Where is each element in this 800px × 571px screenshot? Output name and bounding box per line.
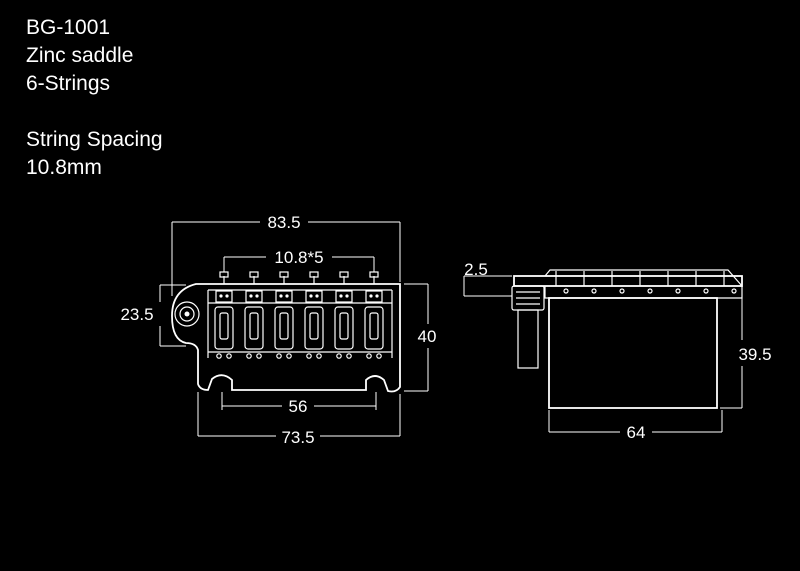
saddle-slot-1 [219,312,229,340]
side-saddle-group [555,271,737,294]
model-number: BG-1001 [26,16,111,39]
saddle-slot-5 [339,312,349,340]
saddle-slot-6 [369,312,379,340]
string-end-5 [339,271,349,278]
top-view [171,271,401,410]
saddle-slot-2 [249,312,259,340]
spec-text-block: BG-1001 Zinc saddle 6-Strings String Spa… [26,14,163,182]
saddle-screw-dot-4b [315,294,319,298]
pivot-screw-center [184,311,190,317]
side-saddle-screw-7 [731,288,737,294]
pivot-screw-outer [174,301,200,327]
string-spacing-value: 10.8mm [26,156,102,179]
saddle-base-dot-6b [376,353,382,359]
saddle-screw-dot-1a [219,294,223,298]
side-view-saddle-profile [544,269,743,287]
side-view-plate-lip [544,286,743,299]
saddle-body-1 [214,306,234,350]
saddle-base-dot-5b [346,353,352,359]
dim-block-height: 39.5 [738,345,771,364]
string-count: 6-Strings [26,72,111,95]
dim-post-spacing: 56 [289,397,308,416]
saddle-base-dot-4a [306,353,312,359]
saddle-screw-dot-4a [309,294,313,298]
saddle-screw-block-1 [215,290,233,303]
string-spacing-label: String Spacing [26,128,163,151]
saddle-base-dot-2b [256,353,262,359]
side-saddle-screw-6 [703,288,709,294]
side-view [511,269,743,409]
top-view-dimensions: 83.5 10.8*5 23.5 40 56 73.5 [120,213,436,447]
dim-string-spacing: 10.8*5 [274,248,323,267]
side-view-top-plate [513,275,743,287]
saddle-screw-block-6 [365,290,383,303]
saddle-body-5 [334,306,354,350]
dim-depth: 40 [418,327,437,346]
saddle-base-dot-3a [276,353,282,359]
dim-top-plate: 2.5 [464,260,488,279]
saddle-group [214,271,384,359]
saddle-screw-dot-2a [249,294,253,298]
saddle-base-dot-3b [286,353,292,359]
dim-base-width: 73.5 [281,428,314,447]
saddle-body-3 [274,306,294,350]
dim-overall-width: 83.5 [267,213,300,232]
saddle-screw-dot-3a [279,294,283,298]
saddle-screw-block-3 [275,290,293,303]
pivot-screw-inner [179,306,195,322]
saddle-base-dot-1b [226,353,232,359]
side-view-dimensions: 2.5 39.5 64 [463,260,772,442]
saddle-screw-dot-1b [225,294,229,298]
side-saddle-screw-1 [563,288,569,294]
side-saddle-screw-2 [591,288,597,294]
saddle-screw-dot-5a [339,294,343,298]
saddle-base-dot-5a [336,353,342,359]
saddle-slot-4 [309,312,319,340]
saddle-body-6 [364,306,384,350]
side-saddle-screw-3 [619,288,625,294]
string-end-4 [309,271,319,278]
side-view-arm-screw [517,309,539,369]
saddle-body-2 [244,306,264,350]
string-end-3 [279,271,289,278]
saddle-base-dot-2a [246,353,252,359]
saddle-screw-dot-6a [369,294,373,298]
saddle-base-dot-4b [316,353,322,359]
saddle-base-dot-1a [216,353,222,359]
saddle-screw-block-2 [245,290,263,303]
saddle-screw-block-5 [335,290,353,303]
saddle-material: Zinc saddle [26,44,134,67]
saddle-screw-block-4 [305,290,323,303]
side-saddle-screw-4 [647,288,653,294]
saddle-base-dot-6a [366,353,372,359]
string-end-2 [249,271,259,278]
side-saddle-screw-5 [675,288,681,294]
side-view-sustain-block [548,297,718,409]
saddle-screw-dot-2b [255,294,259,298]
saddle-screw-dot-6b [375,294,379,298]
top-view-plate-outline [171,283,401,393]
saddle-body-4 [304,306,324,350]
dim-block-width: 64 [627,423,646,442]
dim-height-left: 23.5 [120,305,153,324]
saddle-screw-dot-3b [285,294,289,298]
saddle-screw-dot-5b [345,294,349,298]
saddle-slot-3 [279,312,289,340]
